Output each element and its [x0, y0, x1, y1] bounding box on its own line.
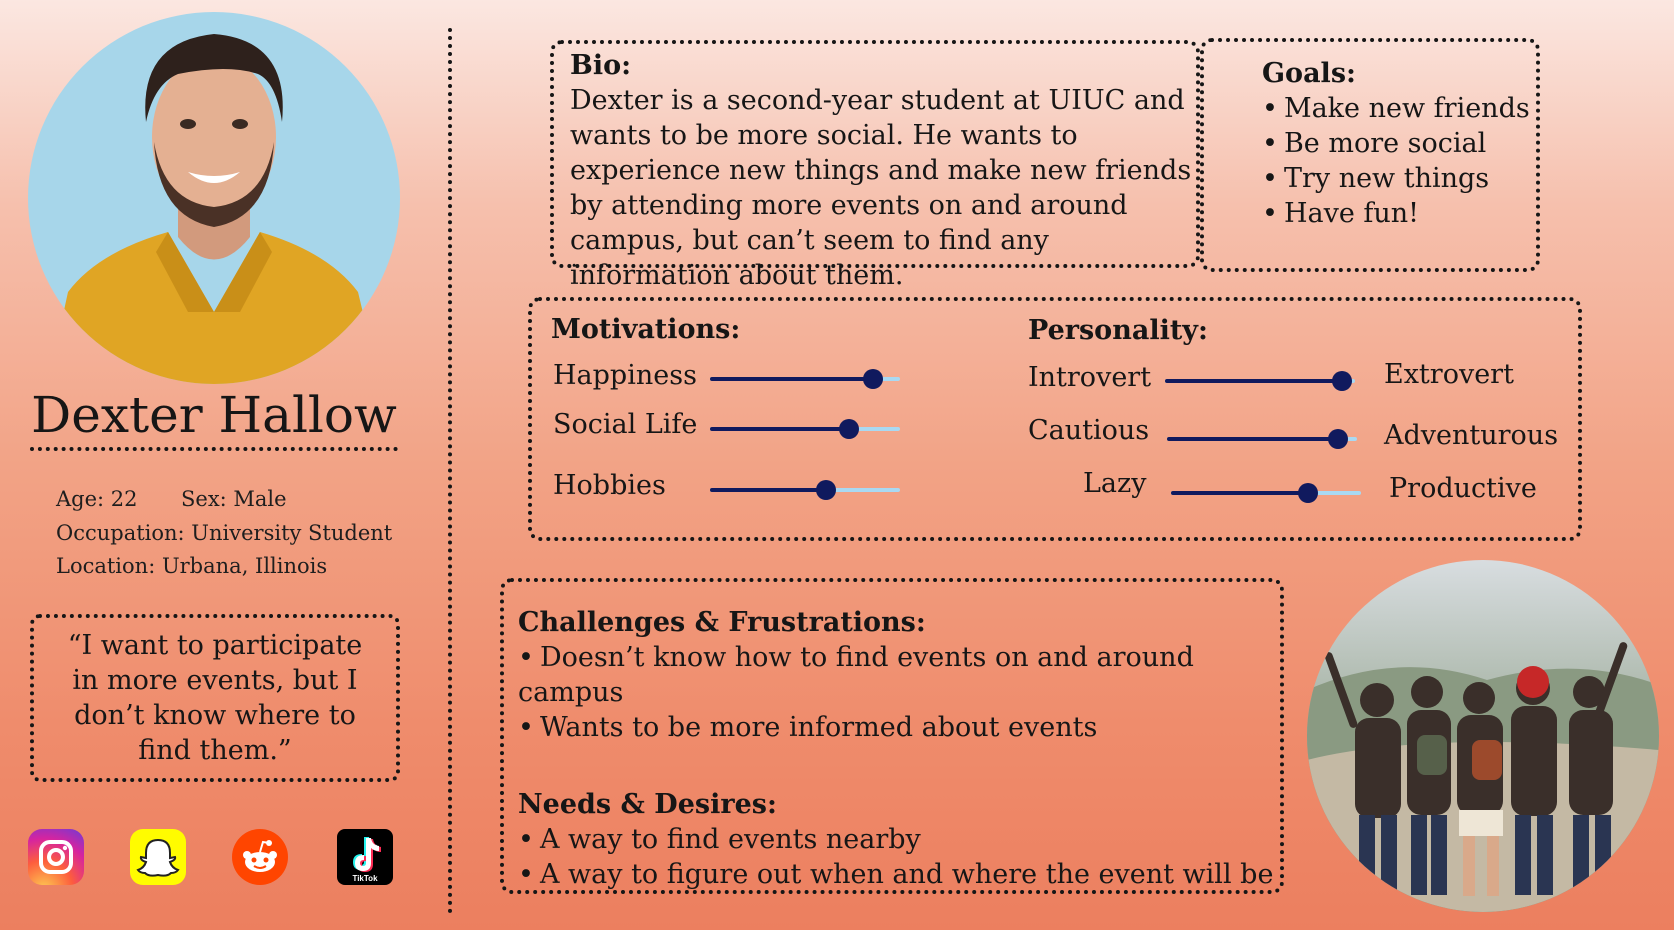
slider-knob	[1331, 371, 1352, 391]
trait-right-adventurous: Adventurous	[1384, 420, 1559, 451]
quote-box: “I want to participate in more events, b…	[30, 614, 400, 782]
persona-quote: “I want to participate in more events, b…	[67, 630, 363, 766]
goals-list: Make new friends Be more social Try new …	[1262, 91, 1530, 231]
slider-knob	[815, 480, 836, 500]
trait-left-cautious: Cautious	[1028, 415, 1150, 446]
profile-photo	[28, 12, 400, 384]
motivation-label-happiness: Happiness	[553, 360, 697, 391]
slider-fill	[1167, 437, 1338, 441]
slider-fill	[1165, 379, 1342, 383]
trait-right-productive: Productive	[1389, 473, 1537, 504]
slider-fill	[710, 488, 826, 492]
challenges-needs-section: Challenges & Frustrations: Doesn’t know …	[518, 605, 1278, 892]
goal-item: Be more social	[1262, 126, 1530, 161]
location-label: Location: Urbana, Illinois	[56, 554, 328, 578]
sex-label: Sex: Male	[181, 487, 287, 511]
bio-box	[550, 40, 1200, 268]
friends-group-photo	[1307, 560, 1659, 912]
age-label: Age: 22	[56, 487, 138, 511]
slider-fill	[710, 427, 849, 431]
snapchat-icon	[130, 829, 186, 885]
slider-knob	[1328, 429, 1348, 449]
bio-section: Bio: Dexter is a second-year student at …	[570, 48, 1198, 293]
trait-left-introvert: Introvert	[1028, 362, 1152, 393]
goals-heading: Goals:	[1262, 58, 1356, 89]
challenges-list: Doesn’t know how to find events on and a…	[518, 640, 1278, 745]
occupation-label: Occupation: University Student	[56, 521, 393, 545]
slider-knob	[838, 419, 859, 439]
tiktok-label: TikTok	[352, 874, 378, 883]
lazy-productive-slider	[1171, 483, 1361, 503]
motivation-label-social-life: Social Life	[553, 409, 698, 440]
goals-section: Goals: Make new friends Be more social T…	[1262, 56, 1530, 231]
slider-fill	[710, 377, 874, 381]
instagram-icon	[28, 829, 84, 885]
goal-item: Try new things	[1262, 161, 1530, 196]
goal-item: Make new friends	[1262, 91, 1530, 126]
motivations-personality-box	[528, 297, 1582, 541]
trait-left-lazy: Lazy	[1083, 468, 1147, 499]
slider-knob	[1297, 483, 1318, 503]
slider-knob	[863, 369, 884, 389]
social-life-slider	[710, 419, 900, 439]
reddit-icon	[232, 829, 288, 885]
needs-heading: Needs & Desires:	[518, 789, 777, 820]
challenges-needs-box	[500, 578, 1284, 894]
bio-heading: Bio:	[570, 50, 632, 81]
goals-box	[1200, 38, 1540, 272]
personality-heading: Personality:	[1028, 315, 1208, 346]
trait-right-extrovert: Extrovert	[1384, 359, 1514, 390]
happiness-slider	[710, 369, 900, 389]
need-item: A way to find events nearby	[518, 822, 1278, 857]
persona-name: Dexter Hallow	[30, 385, 398, 451]
tiktok-icon: TikTok	[337, 829, 393, 885]
introvert-extrovert-slider	[1165, 371, 1355, 391]
slider-fill	[1171, 491, 1308, 495]
challenge-item: Doesn’t know how to find events on and a…	[518, 640, 1278, 710]
challenge-item: Wants to be more informed about events	[518, 710, 1278, 745]
motivations-heading: Motivations:	[551, 314, 741, 345]
need-item: A way to figure out when and where the e…	[518, 857, 1278, 892]
bio-text: Dexter is a second-year student at UIUC …	[570, 85, 1192, 291]
hobbies-slider	[710, 480, 900, 500]
goal-item: Have fun!	[1262, 196, 1530, 231]
challenges-heading: Challenges & Frustrations:	[518, 607, 926, 638]
motivation-label-hobbies: Hobbies	[553, 470, 666, 501]
needs-list: A way to find events nearby A way to fig…	[518, 822, 1278, 892]
cautious-adventurous-slider	[1167, 429, 1357, 449]
column-divider	[448, 28, 452, 914]
